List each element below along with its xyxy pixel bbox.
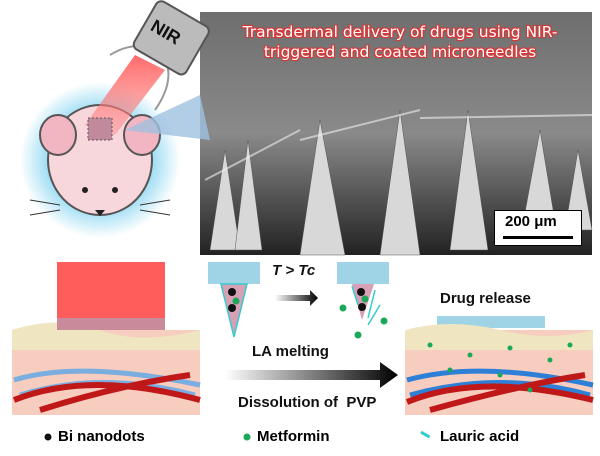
scale-bar: 200 μm bbox=[494, 210, 582, 246]
nir-lamp bbox=[132, 0, 210, 76]
drug-release-label: Drug release bbox=[440, 290, 531, 307]
needle-before bbox=[208, 262, 260, 338]
small-arrow bbox=[275, 290, 318, 306]
skin-right bbox=[405, 316, 594, 415]
la-melting-label: LA melting bbox=[252, 343, 329, 360]
pointer-arrow bbox=[125, 95, 210, 140]
legend-metformin: Metformin bbox=[257, 428, 330, 445]
scale-bar-line bbox=[503, 236, 573, 239]
needle-after bbox=[337, 262, 389, 339]
legend-lauric-acid: Lauric acid bbox=[440, 428, 520, 445]
condition-label: T > Tc bbox=[272, 262, 316, 279]
mouse-illustration bbox=[20, 45, 180, 238]
legend-marker-metformin bbox=[243, 433, 251, 441]
process-arrow bbox=[225, 362, 398, 388]
scale-bar-label: 200 μm bbox=[505, 213, 557, 230]
legend-marker-bi bbox=[44, 433, 52, 441]
figure-title: Transdermal delivery of drugs using NIR-… bbox=[242, 23, 558, 61]
dissolution-label: Dissolution of PVP bbox=[238, 394, 377, 411]
patch-on-mouse bbox=[87, 117, 113, 141]
skin-left bbox=[12, 262, 201, 415]
legend-bi-nanodots: Bi nanodots bbox=[58, 428, 145, 445]
nir-beam bbox=[85, 55, 165, 135]
legend-marker-lauric bbox=[420, 430, 431, 439]
